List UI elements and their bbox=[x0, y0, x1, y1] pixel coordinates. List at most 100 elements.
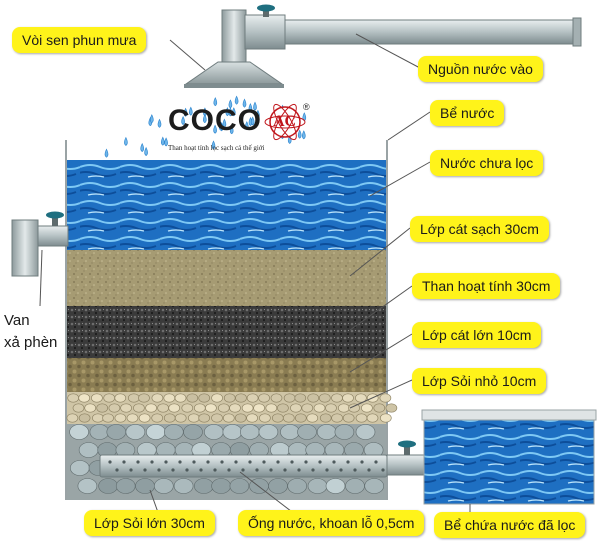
pipe-hole bbox=[374, 460, 378, 464]
pipe-hole bbox=[241, 468, 245, 472]
pipe-hole bbox=[255, 468, 259, 472]
gravel-stone bbox=[146, 424, 166, 440]
gravel-stone bbox=[78, 393, 90, 403]
gravel-stone bbox=[151, 413, 163, 423]
gravel-stone bbox=[325, 403, 337, 413]
pipe-hole bbox=[185, 468, 189, 472]
gravel-stone bbox=[345, 478, 365, 494]
water-drop bbox=[203, 114, 207, 124]
water-drop bbox=[150, 114, 154, 124]
gravel-stone bbox=[211, 413, 223, 423]
gravel-stone bbox=[98, 478, 118, 494]
pipe-holes bbox=[108, 460, 385, 472]
gravel-stone bbox=[316, 424, 337, 440]
water-drop bbox=[228, 99, 233, 109]
gravel-stone bbox=[133, 403, 145, 413]
brand-block: COCO AC ® Than hoạt tính lọc sạch cả thế… bbox=[160, 102, 320, 156]
gravel-stone bbox=[181, 403, 194, 413]
gravel-stone bbox=[114, 413, 127, 423]
label-tank: Bể nước bbox=[430, 100, 505, 126]
gravel-stone bbox=[173, 478, 194, 494]
shower-nozzle-icon bbox=[184, 61, 284, 85]
gravel-stone bbox=[154, 478, 174, 494]
gravel-stone bbox=[253, 403, 265, 413]
gravel-stone bbox=[198, 413, 210, 423]
gravel-stone bbox=[373, 403, 386, 413]
gravel-stone bbox=[135, 478, 155, 494]
gravel-stone bbox=[246, 393, 259, 403]
gravel-stone bbox=[355, 413, 368, 423]
gravel-stone bbox=[151, 393, 164, 403]
filtered-tank-lid bbox=[421, 409, 597, 421]
gravel-stone bbox=[268, 478, 288, 494]
gravel-stone bbox=[290, 403, 302, 413]
gravel-stone bbox=[294, 413, 307, 423]
gravel-stone bbox=[361, 403, 373, 413]
small-gravel-stones bbox=[66, 393, 398, 423]
gravel-stone bbox=[108, 403, 121, 413]
gravel-stone bbox=[223, 393, 236, 403]
pipe-hole bbox=[332, 460, 336, 464]
label-activated-carbon: Than hoạt tính 30cm bbox=[412, 273, 561, 299]
drain-valve-icon bbox=[46, 211, 64, 226]
gravel-stone bbox=[331, 413, 343, 423]
pipe-hole bbox=[220, 460, 224, 464]
gravel-stone bbox=[229, 403, 241, 413]
gravel-stone bbox=[168, 403, 180, 413]
pipe-hole bbox=[325, 468, 329, 472]
label-filtered-tank: Bể chứa nước đã lọc bbox=[434, 512, 586, 538]
gravel-stone bbox=[102, 413, 114, 423]
water-drop bbox=[219, 121, 223, 131]
coco-ac-logo-icon bbox=[264, 103, 306, 141]
gravel-stone bbox=[283, 393, 296, 403]
gravel-stone bbox=[96, 403, 108, 413]
water-drop bbox=[225, 107, 230, 117]
pipe-hole bbox=[290, 460, 294, 464]
gravel-stone bbox=[342, 413, 355, 423]
water-drop bbox=[245, 121, 249, 131]
pipe-hole bbox=[199, 468, 203, 472]
pipe-hole bbox=[346, 460, 350, 464]
gravel-stone bbox=[379, 393, 392, 403]
pipe-hole bbox=[206, 460, 210, 464]
label-water-inlet: Nguồn nước vào bbox=[418, 56, 543, 82]
outlet-pipe bbox=[386, 454, 426, 476]
pipe-hole bbox=[234, 460, 238, 464]
water-drop bbox=[242, 98, 247, 108]
gravel-stone bbox=[188, 413, 200, 423]
gravel-stone bbox=[78, 442, 99, 458]
gravel-stone bbox=[163, 413, 176, 423]
label-shower-nozzle: Vòi sen phun mưa bbox=[12, 27, 147, 53]
layer-clean-sand bbox=[67, 250, 386, 306]
gravel-stone bbox=[282, 413, 295, 423]
pipe-hole bbox=[213, 468, 217, 472]
pipe-hole bbox=[367, 468, 371, 472]
pipe-hole bbox=[381, 468, 385, 472]
gravel-stone bbox=[174, 413, 187, 423]
gravel-stone bbox=[70, 460, 90, 476]
gravel-stone bbox=[318, 393, 331, 403]
gravel-stone bbox=[174, 393, 187, 403]
pipe-hole bbox=[143, 468, 147, 472]
outlet-valve-icon bbox=[398, 440, 416, 455]
gravel-stone bbox=[287, 478, 308, 494]
gravel-stone bbox=[313, 403, 326, 413]
gravel-stone bbox=[306, 413, 319, 423]
label-small-gravel: Lớp Sỏi nhỏ 10cm bbox=[412, 368, 547, 394]
gravel-stone bbox=[259, 413, 271, 423]
water-drop bbox=[213, 97, 218, 107]
pipe-hole bbox=[262, 460, 266, 464]
gravel-stone bbox=[138, 413, 151, 423]
gravel-stone bbox=[183, 424, 203, 440]
water-drop bbox=[297, 129, 302, 139]
pipe-hole bbox=[353, 468, 357, 472]
gravel-stone bbox=[126, 413, 139, 423]
gravel-stone bbox=[385, 403, 398, 413]
pipe-hole bbox=[304, 460, 308, 464]
pipe-hole bbox=[129, 468, 133, 472]
pipe-hole bbox=[150, 460, 154, 464]
water-drop bbox=[157, 118, 162, 128]
water-drop bbox=[213, 124, 217, 134]
water-drop bbox=[248, 103, 253, 113]
